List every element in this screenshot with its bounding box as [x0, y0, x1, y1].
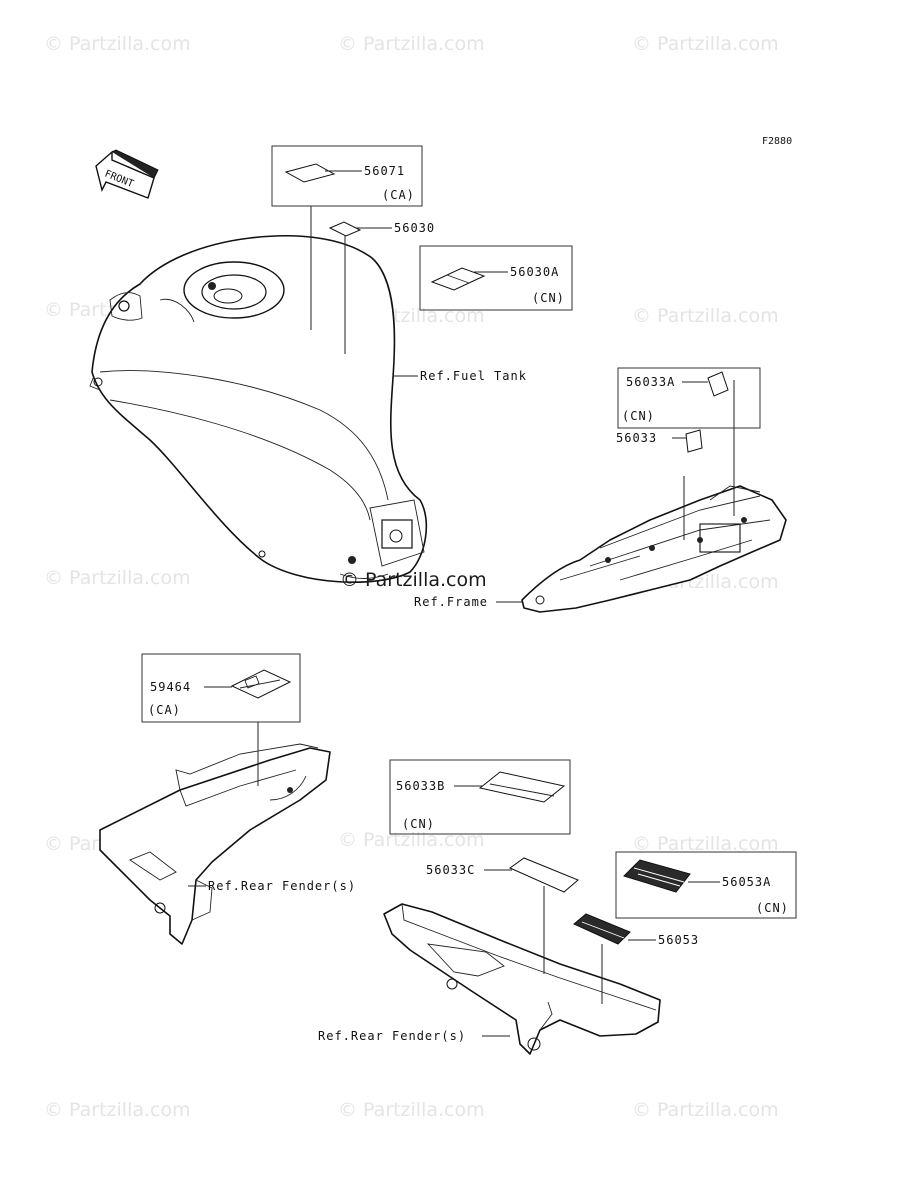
watermark: © Partzilla.com: [338, 33, 485, 55]
front-arrow-icon: FRONT: [95, 149, 159, 199]
watermark: © Partzilla.com: [44, 33, 191, 55]
frame-illustration: [521, 485, 787, 613]
decal-56033: [685, 429, 703, 453]
part-number-56030[interactable]: 56030: [394, 221, 435, 235]
decal-56071: [284, 163, 336, 183]
callout-box-56053a: [615, 851, 797, 919]
decal-56053: [573, 913, 631, 945]
part-number-56053a[interactable]: 56053A: [722, 875, 771, 889]
rear-fender-right-illustration: [383, 903, 661, 1055]
watermark: © Partzilla.com: [632, 305, 779, 327]
region-56033b: (CN): [402, 817, 435, 831]
part-number-56030a[interactable]: 56030A: [510, 265, 559, 279]
watermark: © Partzilla.com: [632, 833, 779, 855]
callout-box-56030a: [419, 245, 573, 311]
part-number-56053[interactable]: 56053: [658, 933, 699, 947]
callout-box-56071: [271, 145, 423, 207]
decal-56033b: [478, 771, 566, 803]
partzilla-logo: © Partzilla.com: [340, 569, 487, 591]
region-56033a: (CN): [622, 409, 655, 423]
region-56030a: (CN): [532, 291, 565, 305]
ref-frame: Ref.Frame: [414, 595, 488, 609]
callout-box-59464: [141, 653, 301, 723]
ref-fuel-tank: Ref.Fuel Tank: [420, 369, 527, 383]
callout-box-56033b: [389, 759, 571, 835]
decal-56030: [328, 221, 362, 237]
watermark: © Partzilla.com: [44, 1099, 191, 1121]
diagram-code: F2880: [762, 136, 792, 147]
watermark: © Partzilla.com: [338, 1099, 485, 1121]
rear-fender-left-illustration: [99, 743, 331, 945]
part-number-59464[interactable]: 59464: [150, 680, 191, 694]
watermark: © Partzilla.com: [338, 829, 485, 851]
watermark: © Partzilla.com: [44, 567, 191, 589]
watermark: © Partzilla.com: [632, 1099, 779, 1121]
part-number-56071[interactable]: 56071: [364, 164, 405, 178]
region-59464: (CA): [148, 703, 181, 717]
part-number-56033a[interactable]: 56033A: [626, 375, 675, 389]
part-number-56033c[interactable]: 56033C: [426, 863, 475, 877]
region-56053a: (CN): [756, 901, 789, 915]
ref-rear-fender-2: Ref.Rear Fender(s): [318, 1029, 466, 1043]
decal-56033c: [508, 857, 579, 893]
region-56071: (CA): [382, 188, 415, 202]
decal-56033a: [707, 371, 729, 397]
part-number-56033b[interactable]: 56033B: [396, 779, 445, 793]
watermark: © Partzilla.com: [632, 33, 779, 55]
decal-56053a: [623, 859, 691, 893]
ref-rear-fender-1: Ref.Rear Fender(s): [208, 879, 356, 893]
part-number-56033[interactable]: 56033: [616, 431, 657, 445]
fuel-tank-illustration: [89, 234, 428, 583]
callout-box-56033a: [617, 367, 761, 429]
